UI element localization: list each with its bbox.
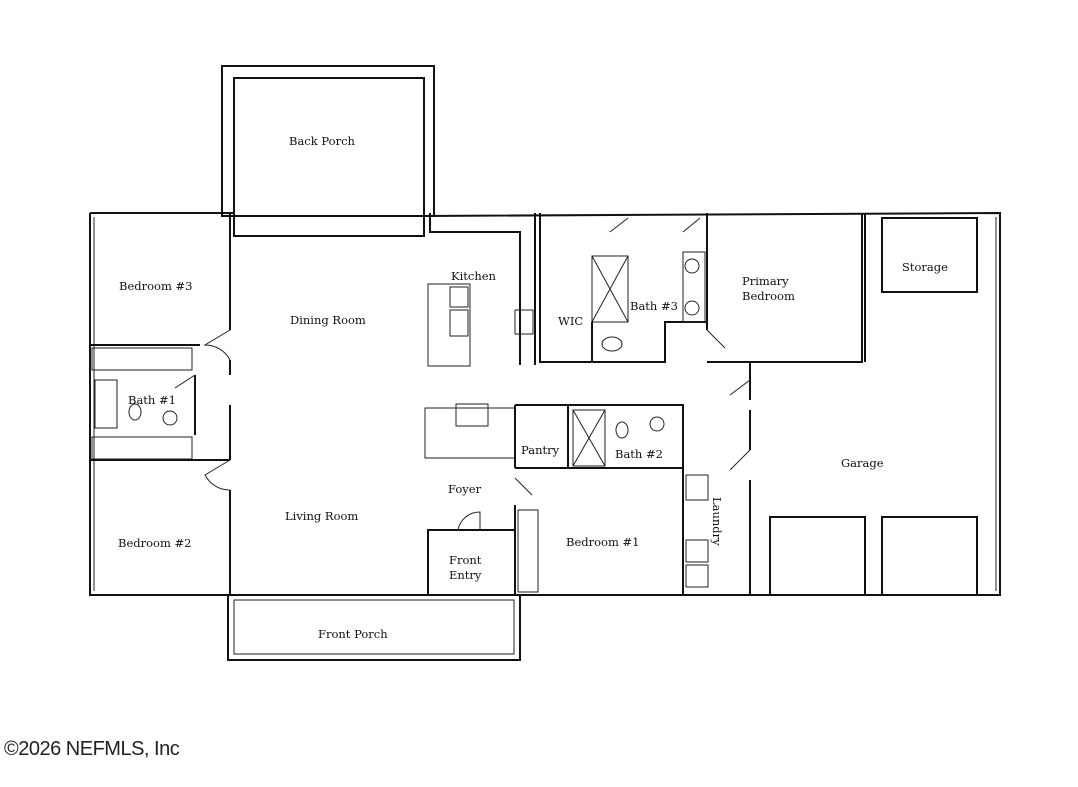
label-primary-2: Bedroom	[742, 289, 795, 303]
label-bedroom-2: Bedroom #2	[118, 536, 191, 550]
front-porch	[227, 594, 521, 661]
label-dining-room: Dining Room	[290, 313, 366, 327]
exterior-walls	[89, 211, 1001, 596]
label-front-porch: Front Porch	[318, 627, 388, 641]
label-bath-3: Bath #3	[630, 299, 678, 313]
label-bath-2: Bath #2	[615, 447, 663, 461]
label-primary-1: Primary	[742, 274, 789, 288]
label-bedroom-3: Bedroom #3	[119, 279, 192, 293]
label-front-entry-2: Entry	[449, 568, 482, 582]
label-front-entry-1: Front	[449, 553, 482, 567]
label-bedroom-1: Bedroom #1	[566, 535, 639, 549]
label-kitchen: Kitchen	[451, 269, 497, 283]
copyright-watermark: ©2026 NEFMLS, Inc	[4, 738, 180, 760]
label-garage: Garage	[841, 456, 884, 470]
label-back-porch: Back Porch	[289, 134, 356, 148]
label-pantry: Pantry	[521, 443, 560, 457]
label-foyer: Foyer	[448, 482, 482, 496]
interior-walls	[90, 213, 978, 596]
label-living-room: Living Room	[285, 509, 358, 523]
label-storage: Storage	[902, 260, 948, 274]
doors	[174, 217, 751, 531]
label-bath-1: Bath #1	[128, 393, 176, 407]
back-porch	[221, 65, 435, 237]
label-wic: WIC	[558, 314, 583, 328]
label-laundry: Laundry	[710, 497, 724, 546]
